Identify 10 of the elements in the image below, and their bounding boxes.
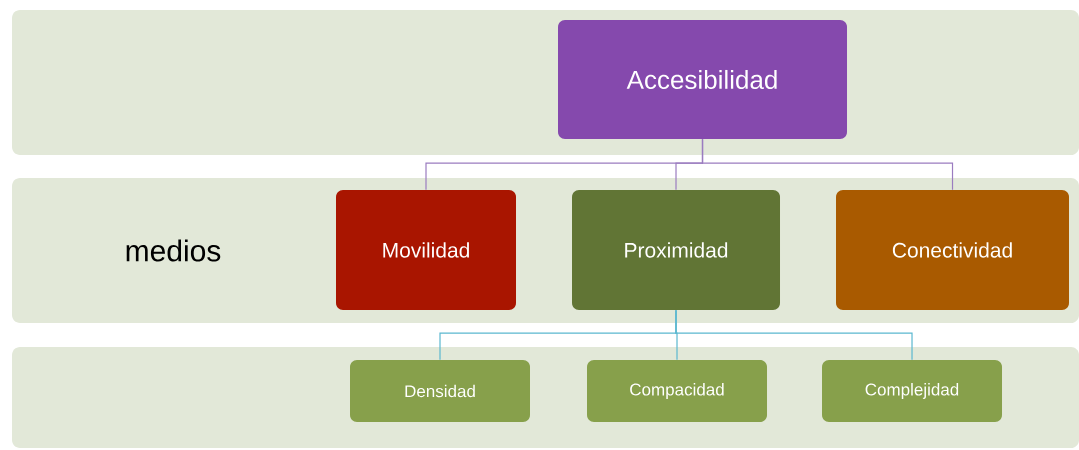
process-box: Compacidad (587, 360, 767, 422)
process-box: Densidad (350, 360, 530, 422)
connector (675, 309, 913, 361)
process-box: Complejidad (822, 360, 1002, 422)
process-box: Proximidad (572, 190, 780, 310)
band-label: medios (126, 239, 221, 262)
process-box: Conectividad (836, 190, 1069, 310)
process-box: Movilidad (336, 190, 516, 310)
process-box: Accesibilidad (558, 20, 847, 139)
connector (701, 138, 954, 191)
